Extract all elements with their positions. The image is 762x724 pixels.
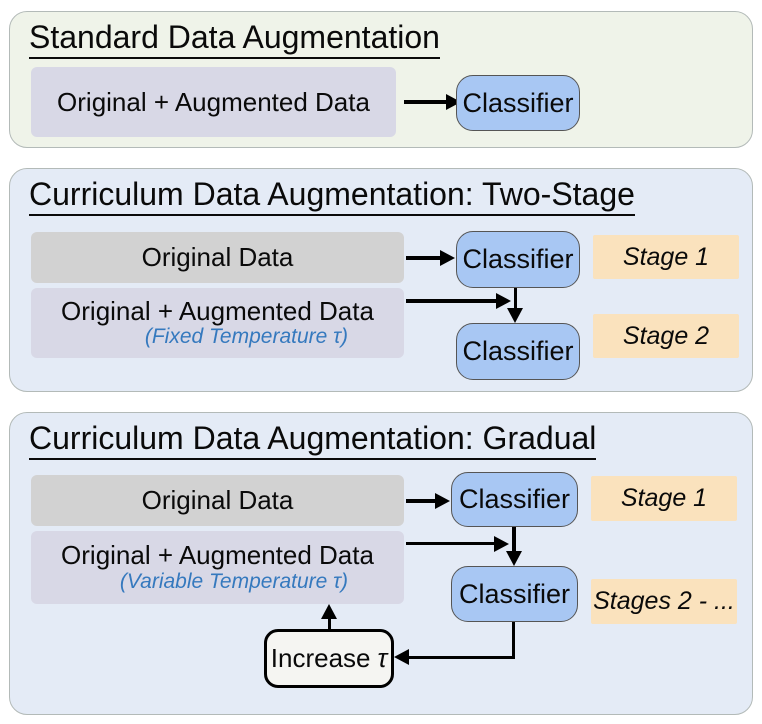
arrow-line (406, 499, 436, 503)
stage2-badge: Stage 2 (593, 314, 739, 358)
stage1-badge: Stage 1 (593, 235, 739, 279)
panel-title-two-stage-text: Curriculum Data Augmentation: Two-Stage (29, 176, 635, 216)
panel-title-gradual: Curriculum Data Augmentation: Gradual (29, 420, 597, 460)
original-data-label: Original Data (141, 242, 294, 273)
panel-title-gradual-text: Curriculum Data Augmentation: Gradual (29, 420, 597, 460)
arrow-line (512, 527, 516, 551)
arrow-line (406, 541, 496, 545)
classifier-label: Classifier (462, 87, 574, 118)
augmented-data-label: Original + Augmented Data (61, 295, 374, 326)
stages2-badge: Stages 2 - ... (591, 579, 737, 624)
augmented-data-box: Original + Augmented Data (Fixed Tempera… (31, 288, 404, 358)
panel-title-standard-text: Standard Data Augmentation (29, 19, 440, 59)
arrow-head-right-icon (435, 493, 450, 509)
classifier2-box: Classifier (456, 323, 580, 380)
classifier1-label: Classifier (458, 484, 571, 514)
increase-label: Increase (270, 643, 371, 673)
classifier2-label: Classifier (462, 336, 574, 366)
arrow-line (404, 100, 448, 104)
arrow-line (406, 299, 498, 303)
original-data-label: Original Data (141, 485, 294, 516)
stage1-label: Stage 1 (622, 242, 710, 271)
data-box-original-augmented: Original + Augmented Data (31, 67, 396, 137)
original-data-box: Original Data (31, 475, 404, 526)
arrow-head-down-icon (507, 308, 523, 323)
arrow-head-left-icon (394, 649, 409, 665)
augmented-data-box: Original + Augmented Data (Variable Temp… (31, 531, 404, 604)
arrow-line (511, 622, 515, 659)
fixed-temperature-note: (Fixed Temperature τ) (144, 325, 348, 349)
panel-two-stage: Curriculum Data Augmentation: Two-Stage … (9, 168, 753, 392)
arrow-line (406, 256, 442, 260)
panel-title-standard: Standard Data Augmentation (29, 19, 440, 59)
classifier-box: Classifier (456, 75, 580, 131)
arrow-head-down-icon (505, 551, 522, 566)
augmented-data-label: Original + Augmented Data (61, 540, 374, 571)
stage2-label: Stage 2 (622, 321, 710, 350)
variable-temperature-note: (Variable Temperature τ) (119, 569, 348, 593)
classifier1-box: Classifier (451, 472, 578, 527)
arrow-line (327, 617, 331, 629)
arrow-line (513, 288, 517, 310)
classifier2-box: Classifier (451, 566, 578, 622)
arrow-head-right-icon (440, 250, 455, 266)
tau-symbol: τ (377, 643, 388, 673)
panel-gradual: Curriculum Data Augmentation: Gradual Or… (9, 412, 753, 715)
stages2-label: Stages 2 - ... (593, 587, 735, 615)
stage1-badge: Stage 1 (591, 476, 737, 521)
stage1-label: Stage 1 (620, 484, 708, 512)
classifier2-label: Classifier (458, 578, 571, 609)
arrow-line (408, 655, 515, 659)
arrow-head-right-icon (494, 535, 509, 552)
panel-standard-augmentation: Standard Data Augmentation Original + Au… (9, 11, 753, 148)
classifier1-label: Classifier (462, 244, 574, 274)
data-box-label: Original + Augmented Data (57, 86, 370, 117)
increase-tau-box: Increase τ (264, 629, 394, 688)
original-data-box: Original Data (31, 232, 404, 283)
panel-title-two-stage: Curriculum Data Augmentation: Two-Stage (29, 176, 635, 216)
classifier1-box: Classifier (456, 231, 580, 288)
arrow-head-up-icon (321, 604, 337, 619)
arrow-head-right-icon (496, 293, 511, 309)
